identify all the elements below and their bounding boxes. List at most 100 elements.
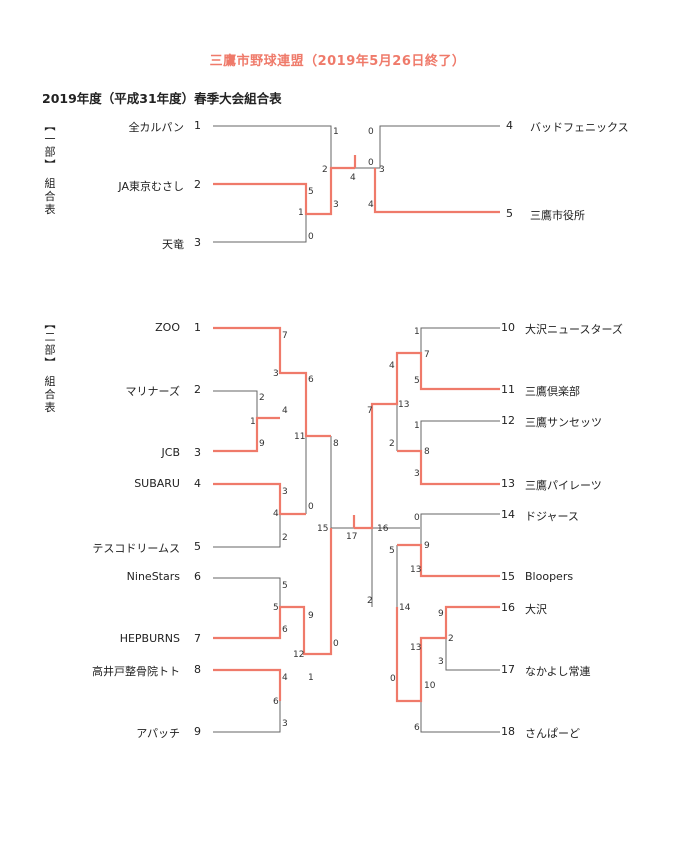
score-label: 12	[293, 650, 304, 660]
d2-team-name: ZOO	[155, 321, 180, 334]
score-label: 4	[368, 200, 374, 210]
d2-team-name: SUBARU	[134, 477, 180, 490]
score-label: 16	[377, 524, 389, 534]
d2-team-name: なかよし常連	[525, 665, 591, 678]
d1-team-name: 天竜	[162, 238, 184, 251]
score-label: 2	[322, 165, 328, 175]
score-label: 0	[390, 674, 396, 684]
score-label: 3	[282, 719, 288, 729]
d2-team-seed: 16	[501, 601, 515, 614]
score-label: 2	[367, 596, 373, 606]
d2-team-name: NineStars	[126, 570, 180, 583]
score-label: 4	[273, 509, 279, 519]
score-label: 3	[333, 200, 339, 210]
d2-team-name: HEPBURNS	[119, 632, 180, 645]
score-label: 10	[424, 681, 436, 691]
score-label: 7	[424, 350, 430, 360]
d2-team-seed: 13	[501, 477, 515, 490]
d2-team-seed: 1	[194, 321, 201, 334]
score-label: 3	[414, 469, 420, 479]
score-label: 2	[448, 634, 454, 644]
d2-team-seed: 10	[501, 321, 515, 334]
score-label: 17	[346, 532, 357, 542]
score-label: 13	[398, 400, 409, 410]
d2-team-name: 高井戸整骨院トト	[92, 665, 180, 678]
d1-team-name: JA東京むさし	[118, 180, 184, 193]
score-label: 11	[294, 432, 305, 442]
score-label: 8	[333, 439, 339, 449]
d2-team-seed: 15	[501, 570, 515, 583]
score-label: 2	[282, 533, 288, 543]
d2-team-seed: 8	[194, 663, 201, 676]
score-label: 6	[414, 723, 420, 733]
division1-label: 【一部】 組合表	[43, 120, 56, 217]
score-label: 6	[273, 697, 279, 707]
d2-team-seed: 2	[194, 383, 201, 396]
score-label: 15	[317, 524, 328, 534]
page-title: 三鷹市野球連盟（2019年5月26日終了）	[209, 54, 466, 69]
score-label: 5	[414, 376, 420, 386]
d2-team-name: 三鷹倶楽部	[525, 385, 580, 398]
d2-team-name: マリナーズ	[125, 385, 180, 398]
d2-team-seed: 9	[194, 725, 201, 738]
d2-team-name: テスコドリームス	[92, 542, 180, 555]
d2-team-name: 大沢ニュースターズ	[525, 323, 623, 336]
score-label: 8	[424, 447, 430, 457]
d2-team-seed: 17	[501, 663, 515, 676]
d2-team-seed: 7	[194, 632, 201, 645]
d2-team-name: Bloopers	[525, 570, 574, 583]
score-label: 0	[308, 232, 314, 242]
score-label: 6	[308, 375, 314, 385]
page-subtitle: 2019年度（平成31年度）春季大会組合表	[42, 91, 282, 106]
score-label: 3	[273, 369, 279, 379]
score-label: 5	[308, 187, 314, 197]
d1-team-seed: 2	[194, 178, 201, 191]
d2-team-name: さんぱーど	[525, 727, 580, 740]
score-label: 1	[250, 417, 256, 427]
d2-team-seed: 6	[194, 570, 201, 583]
score-label: 0	[368, 158, 374, 168]
d2-team-seed: 11	[501, 383, 515, 396]
d2-team-seed: 12	[501, 414, 515, 427]
score-label: 5	[273, 603, 279, 613]
score-label: 1	[414, 327, 420, 337]
score-label: 1	[333, 127, 339, 137]
d1-team-name: 三鷹市役所	[530, 209, 585, 222]
score-label: 1	[298, 208, 304, 218]
d2-team-name: 三鷹パイレーツ	[525, 479, 602, 492]
d1-team-seed: 4	[506, 119, 513, 132]
score-label: 5	[282, 581, 288, 591]
d2-team-name: アパッチ	[136, 727, 180, 740]
d2-team-name: 三鷹サンセッツ	[525, 416, 602, 429]
score-label: 4	[389, 361, 395, 371]
score-label: 3	[438, 657, 444, 667]
score-label: 4	[282, 406, 288, 416]
division2-label: 【二部】 組合表	[43, 318, 56, 415]
score-label: 13	[410, 643, 421, 653]
score-label: 9	[438, 609, 444, 619]
score-label: 9	[259, 439, 265, 449]
score-label: 14	[399, 603, 411, 613]
d2-team-name: ドジャース	[525, 510, 579, 523]
score-label: 4	[350, 173, 356, 183]
d1-team-seed: 5	[506, 207, 513, 220]
score-label: 0	[368, 127, 374, 137]
d2-team-name: JCB	[161, 446, 180, 459]
score-label: 2	[259, 393, 265, 403]
d1-team-seed: 3	[194, 236, 201, 249]
score-label: 0	[414, 513, 420, 523]
d2-team-seed: 14	[501, 508, 515, 521]
score-label: 0	[308, 502, 314, 512]
score-label: 3	[282, 487, 288, 497]
d2-team-seed: 18	[501, 725, 515, 738]
score-label: 0	[333, 639, 339, 649]
d2-team-seed: 5	[194, 540, 201, 553]
d1-team-name: バッドフェニックス	[530, 121, 629, 134]
score-label: 6	[282, 625, 288, 635]
d1-team-seed: 1	[194, 119, 201, 132]
score-label: 2	[389, 439, 395, 449]
score-label: 13	[410, 565, 421, 575]
score-label: 9	[308, 611, 314, 621]
score-label: 7	[367, 406, 373, 416]
